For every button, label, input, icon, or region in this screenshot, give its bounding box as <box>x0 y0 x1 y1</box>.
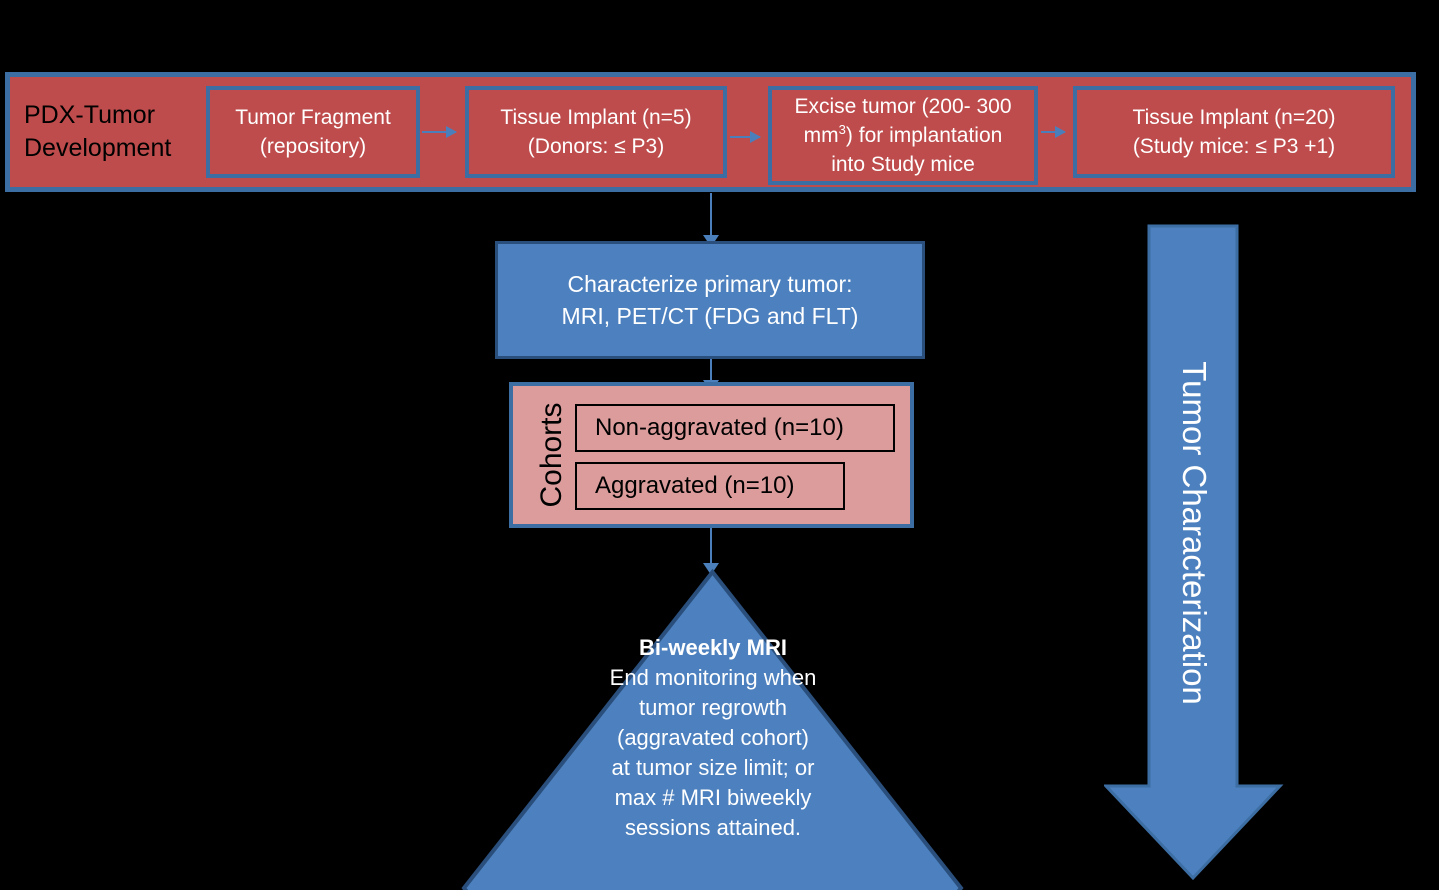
tissue-implant-study-line1: Tissue Implant (n=20) <box>1132 106 1336 129</box>
connector-arrow-down-icon-2 <box>703 358 719 392</box>
decision-line-5: max # MRI biweekly <box>614 785 812 810</box>
block-arrow-down-icon <box>1104 224 1284 881</box>
connector-arrow-down-icon-1 <box>703 193 719 247</box>
excise-tumor-superscript: 3 <box>838 122 846 137</box>
banner-title: PDX-Tumor Development <box>24 101 172 162</box>
decision-diamond-bi-weekly-mri[interactable]: Bi-weekly MRI End monitoring when tumor … <box>460 568 965 890</box>
cohort-item-aggravated[interactable]: Aggravated (n=10) <box>575 462 845 510</box>
decision-diamond-shape-icon <box>461 568 964 890</box>
excise-tumor-line3: into Study mice <box>831 153 975 176</box>
decision-diamond-text: Bi-weekly MRI End monitoring when tumor … <box>582 633 844 843</box>
decision-line-3: (aggravated cohort) <box>617 725 809 750</box>
cohort-item-non-aggravated[interactable]: Non-aggravated (n=10) <box>575 404 895 452</box>
connector-arrow-right-icon-2 <box>730 131 761 143</box>
cohorts-label: Cohorts <box>535 402 568 508</box>
decision-line-1: End monitoring when <box>609 665 817 690</box>
decision-line-6: sessions attained. <box>624 815 802 840</box>
excise-tumor-line2-pre: mm <box>803 124 839 147</box>
process-box-excise-tumor[interactable]: Excise tumor (200- 300 mm3) for implanta… <box>768 86 1038 185</box>
tissue-implant-donors-line1: Tissue Implant (n=5) <box>500 106 692 129</box>
tumor-fragment-line1: Tumor Fragment <box>235 106 391 129</box>
process-box-characterize-primary-tumor[interactable]: Characterize primary tumor: MRI, PET/CT … <box>495 241 925 359</box>
tumor-fragment-line2: (repository) <box>259 135 367 158</box>
characterize-line2: MRI, PET/CT (FDG and FLT) <box>561 303 859 329</box>
decision-line-4: at tumor size limit; or <box>611 755 815 780</box>
process-box-tumor-fragment[interactable]: Tumor Fragment (repository) <box>206 86 420 178</box>
cohort-aggravated-label: Aggravated (n=10) <box>595 472 795 499</box>
process-box-tissue-implant-study[interactable]: Tissue Implant (n=20) (Study mice: ≤ P3 … <box>1073 86 1395 178</box>
decision-heading: Bi-weekly MRI <box>639 635 787 660</box>
tumor-characterization-block-arrow: Tumor Characterization <box>1104 224 1284 882</box>
tumor-characterization-label: Tumor Characterization <box>1176 361 1213 705</box>
tissue-implant-donors-line2: (Donors: ≤ P3) <box>527 135 665 158</box>
decision-line-2: tumor regrowth <box>639 695 787 720</box>
characterize-line1: Characterize primary tumor: <box>567 271 853 297</box>
connector-arrow-right-icon-1 <box>422 126 457 138</box>
process-box-tissue-implant-donors[interactable]: Tissue Implant (n=5) (Donors: ≤ P3) <box>465 86 727 178</box>
connector-arrow-down-icon-3 <box>703 528 719 575</box>
connector-arrow-right-icon-3 <box>1041 126 1066 138</box>
excise-tumor-line1: Excise tumor (200- 300 <box>794 95 1012 118</box>
cohorts-group-box: Cohorts Non-aggravated (n=10) Aggravated… <box>509 382 914 528</box>
cohort-non-aggravated-label: Non-aggravated (n=10) <box>595 414 844 441</box>
excise-tumor-line2-post: ) for implantation <box>845 124 1003 147</box>
tissue-implant-study-line2: (Study mice: ≤ P3 +1) <box>1132 135 1336 158</box>
